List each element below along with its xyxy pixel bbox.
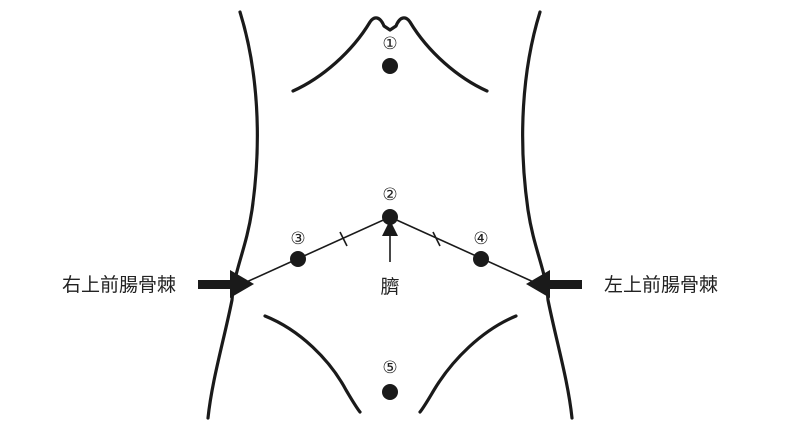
left-body-outline: [206, 10, 259, 420]
left-asis-label: 左上前腸骨棘: [604, 274, 718, 296]
point-5-dot: [382, 384, 398, 400]
right-asis-label: 右上前腸骨棘: [62, 274, 176, 296]
point-4-label: ④: [473, 229, 488, 249]
left-line-tick: [432, 231, 441, 247]
point-3-dot: [290, 251, 306, 267]
rib-arch: [291, 16, 489, 93]
point-3-label: ③: [290, 229, 305, 249]
point-2-dot: [382, 209, 398, 225]
right-spinoumbilical-line: [241, 216, 391, 285]
left-spinoumbilical-line: [389, 216, 539, 285]
right-body-outline: [521, 10, 574, 420]
point-1-label: ①: [382, 34, 397, 54]
right-pelvic-curve: [418, 314, 518, 414]
point-4-dot: [473, 251, 489, 267]
point-5-label: ⑤: [382, 358, 397, 378]
right-line-tick: [339, 231, 348, 247]
point-1-dot: [382, 58, 398, 74]
left-asis-arrow: [526, 270, 582, 298]
right-asis-arrow: [198, 270, 254, 298]
navel-label: 臍: [380, 276, 399, 298]
point-2-label: ②: [382, 185, 397, 205]
left-pelvic-curve: [263, 314, 362, 414]
